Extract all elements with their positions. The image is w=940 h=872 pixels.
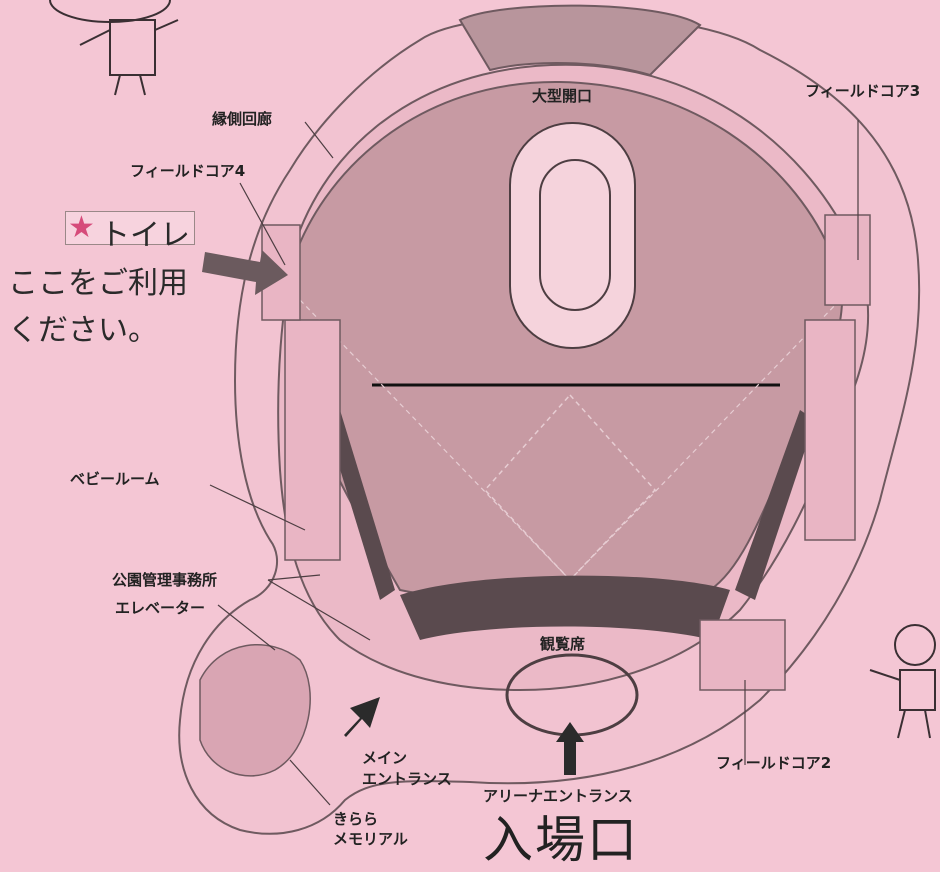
label-baby-room: ベビールーム	[70, 470, 160, 488]
track-outer	[509, 122, 636, 349]
arrow-main-entrance	[344, 697, 380, 737]
label-entrance: 入場口	[483, 811, 639, 869]
label-toilet: トイレ	[100, 218, 190, 253]
toilet-note-line1: ここをご利用	[8, 266, 188, 301]
label-memorial-line1: きらら	[333, 810, 379, 828]
label-field-door-3: フィールドコア3	[805, 82, 921, 100]
star-icon: ★	[68, 210, 95, 245]
leader-field-door-4	[239, 182, 286, 266]
label-gallery: 縁側回廊	[212, 110, 273, 128]
toilet-label-box	[65, 211, 195, 245]
arrow-arena-entrance	[556, 722, 584, 775]
toilet-note-line2: ください。	[8, 313, 158, 348]
label-arena-entrance: アリーナエントランス	[483, 787, 633, 805]
leader-baby-room	[209, 484, 306, 531]
leader-park-office	[267, 574, 321, 581]
label-park-office: 公園管理事務所	[112, 571, 218, 589]
label-main-entrance-line1: メイン	[362, 749, 408, 767]
arrow-to-toilet	[202, 250, 288, 295]
memorial-annex	[199, 643, 311, 777]
track-inner	[539, 159, 611, 311]
large-opening-area	[458, 4, 702, 77]
leader-memorial	[289, 759, 331, 806]
stands-left	[325, 410, 395, 600]
building-right	[804, 319, 856, 541]
label-elevator: エレベーター	[115, 599, 206, 617]
infield-diamond	[483, 393, 657, 582]
leader-park-office-2	[267, 579, 371, 641]
foul-line-right	[569, 299, 841, 581]
doodle-figure-top-left	[49, 0, 179, 96]
doodle-figure-bottom-right	[869, 624, 936, 739]
leader-gallery	[304, 121, 334, 159]
label-memorial-line2: メモリアル	[333, 830, 408, 848]
label-field-door-2: フィールドコア2	[716, 754, 832, 772]
foul-line-left	[299, 299, 571, 581]
label-main-entrance-line2: エントランス	[362, 770, 452, 788]
label-large-opening: 大型開口	[532, 87, 593, 105]
label-seats: 観覧席	[540, 635, 586, 653]
stands	[400, 575, 730, 640]
field-door-3-block	[824, 214, 871, 306]
field-door-2-block	[699, 619, 786, 691]
building-left	[284, 319, 341, 561]
stands-right	[735, 410, 815, 600]
label-field-door-4: フィールドコア4	[130, 162, 246, 180]
leader-elevator	[217, 604, 276, 651]
